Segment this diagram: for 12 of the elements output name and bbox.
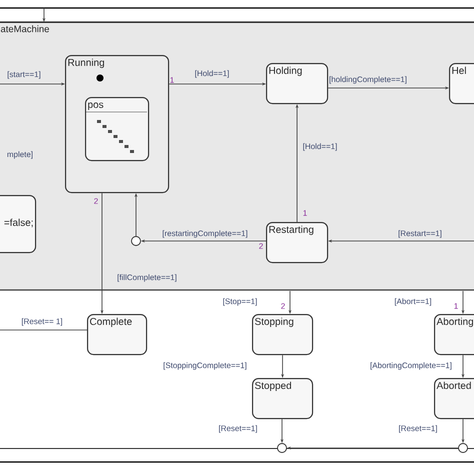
- state-box: Restarting: [266, 222, 328, 264]
- state-box: pos: [85, 97, 150, 162]
- state-box: Complete: [87, 314, 148, 356]
- state-box: Holding: [266, 63, 328, 104]
- default-dot: [96, 74, 104, 82]
- state-box: Stopped: [252, 378, 314, 420]
- state-box: =false;: [0, 195, 36, 254]
- state-box: Stopping: [252, 314, 314, 356]
- junction-circle: [458, 443, 468, 453]
- state-box: Hel: [449, 63, 474, 104]
- state-box: Aborted: [434, 378, 474, 420]
- state-box: Aborting: [434, 314, 474, 356]
